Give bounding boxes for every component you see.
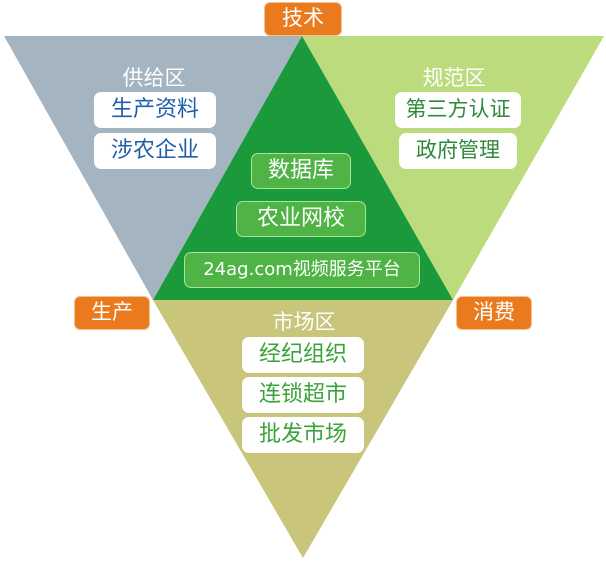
center-item-video-platform: 24ag.com视频服务平台 xyxy=(184,252,420,288)
center-item-agri-online-school: 农业网校 xyxy=(236,201,366,237)
market-title: 市场区 xyxy=(272,310,336,334)
regulate-item-government-management: 政府管理 xyxy=(399,133,517,169)
market-item-brokerage: 经纪组织 xyxy=(242,337,364,373)
center-item-database: 数据库 xyxy=(251,153,351,189)
regulate-title: 规范区 xyxy=(422,66,486,90)
tag-technology: 技术 xyxy=(264,2,342,36)
tag-consumption: 消费 xyxy=(456,296,532,330)
supply-item-agri-enterprises: 涉农企业 xyxy=(94,133,216,169)
market-item-wholesale-markets: 批发市场 xyxy=(242,417,364,453)
market-item-chain-supermarkets: 连锁超市 xyxy=(242,377,364,413)
supply-title: 供给区 xyxy=(122,66,186,90)
tag-production: 生产 xyxy=(74,296,150,330)
supply-item-production-materials: 生产资料 xyxy=(94,92,216,128)
regulate-item-third-party-certification: 第三方认证 xyxy=(395,92,521,128)
